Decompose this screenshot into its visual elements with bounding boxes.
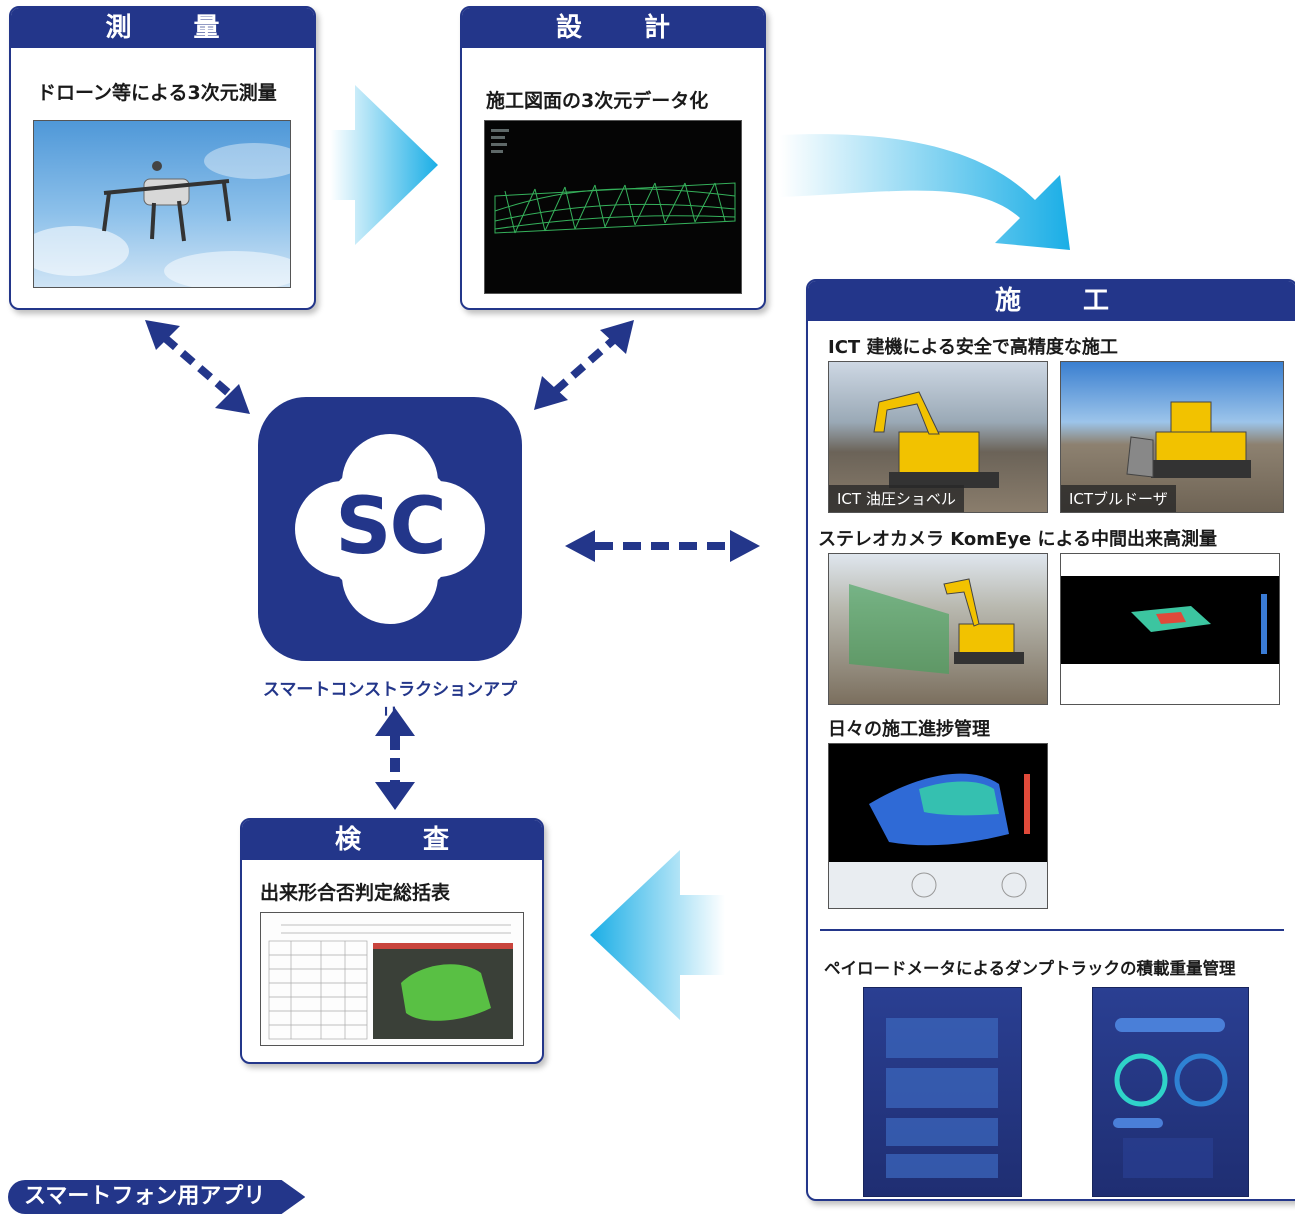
flow-arrow-survey-to-design [330, 85, 438, 245]
inspection-title: 検 査 [242, 820, 542, 860]
flow-arrow-design-to-construction [780, 134, 1070, 250]
progress-graphic [829, 773, 1047, 908]
excavator-icon [873, 391, 999, 488]
section-divider [820, 929, 1284, 931]
caption-excavator: ICT 油圧ショベル [829, 485, 964, 512]
inspection-sheet-graphic [268, 924, 513, 1040]
komeye-report-graphic [1061, 554, 1279, 704]
survey-card: 測 量 ドローン等による3次元測量 [9, 6, 316, 310]
excavator-photo: ICT 油圧ショベル [828, 361, 1048, 513]
dashed-arrow-survey-app [145, 320, 250, 414]
inspection-subtitle: 出来形合否判定総括表 [260, 882, 451, 904]
payload-gauge-graphic [1113, 1018, 1228, 1178]
dashed-arrow-app-inspection [375, 708, 415, 810]
design-card: 設 計 施工図面の3次元データ化 [460, 6, 766, 310]
progress-screen [828, 743, 1048, 909]
komeye-report [1060, 553, 1280, 705]
3d-design-screen [484, 120, 742, 294]
payload-menu-graphic [886, 1018, 998, 1178]
wireframe-graphic [491, 129, 736, 234]
payload-tablet-gauge [1092, 987, 1249, 1197]
sc-app-icon[interactable]: SC [258, 397, 522, 661]
inspection-card: 検 査 出来形合否判定総括表 [240, 818, 544, 1064]
komeye-photo [828, 553, 1048, 705]
construction-title: 施 工 [808, 281, 1295, 321]
construction-section-payload: ペイロードメータによるダンプトラックの積載重量管理 [824, 959, 1236, 978]
construction-section-ict: ICT 建機による安全で高精度な施工 [828, 337, 1118, 358]
sc-logo-text: SC [335, 482, 446, 572]
design-subtitle: 施工図面の3次元データ化 [486, 90, 709, 112]
caption-bulldozer: ICTブルドーザ [1061, 485, 1176, 512]
inspection-sheet [260, 912, 524, 1046]
flow-arrow-construction-to-inspection [590, 850, 725, 1020]
dashed-arrow-design-app [534, 320, 634, 410]
drone-icon [34, 143, 290, 287]
survey-subtitle: ドローン等による3次元測量 [37, 82, 277, 104]
payload-tablet-menu [863, 987, 1022, 1197]
komeye-graphic [849, 578, 1024, 674]
construction-section-komeye: ステレオカメラ KomEye による中間出来高測量 [818, 529, 1217, 550]
bulldozer-photo: ICTブルドーザ [1060, 361, 1284, 513]
app-name: スマートコンストラクションアプリ [262, 680, 518, 725]
dashed-arrow-app-construction [565, 530, 760, 562]
construction-section-progress: 日々の施工進捗管理 [828, 719, 990, 740]
smartphone-app-tag: スマートフォン用アプリ [8, 1180, 306, 1214]
bulldozer-icon [1126, 401, 1251, 478]
construction-card: 施 工 ICT 建機による安全で高精度な施工 ICT 油圧ショベル ICTブルド… [806, 279, 1295, 1201]
survey-title: 測 量 [11, 8, 314, 48]
design-title: 設 計 [462, 8, 764, 48]
drone-photo [33, 120, 291, 288]
